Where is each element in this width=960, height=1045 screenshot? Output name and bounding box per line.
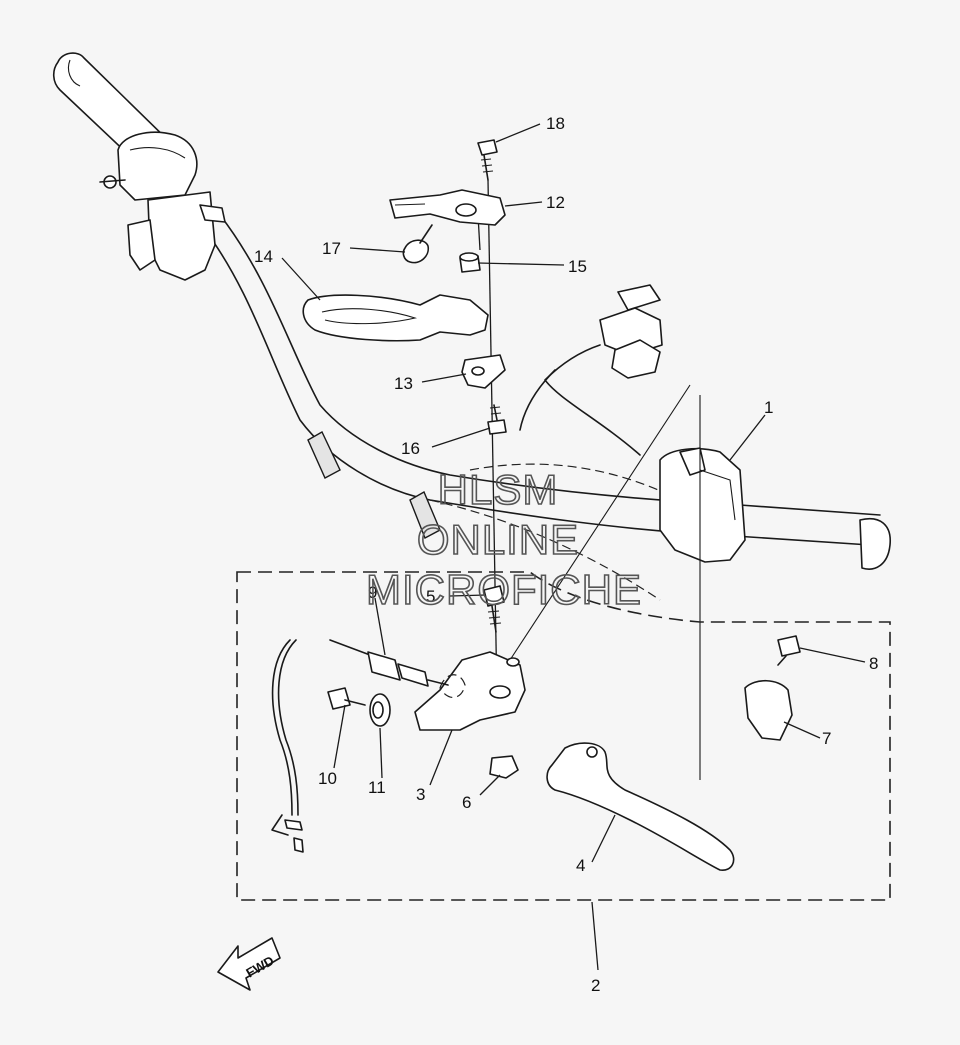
- callout-13: 13: [394, 374, 413, 393]
- callout-1: 1: [764, 398, 773, 417]
- callout-14: 14: [254, 247, 273, 266]
- hot-starter-assembly: [302, 139, 507, 701]
- callout-5: 5: [426, 587, 435, 606]
- callout-7: 7: [822, 729, 831, 748]
- callout-16: 16: [401, 439, 420, 458]
- watermark: HLSM ONLINE MICROFICHE: [365, 465, 642, 614]
- callout-6: 6: [462, 793, 471, 812]
- watermark-line-1: HLSM: [438, 466, 559, 513]
- callout-17: 17: [322, 239, 341, 258]
- callout-9: 9: [368, 583, 377, 602]
- callout-18: 18: [546, 114, 565, 133]
- callout-3: 3: [416, 785, 425, 804]
- callout-12: 12: [546, 193, 565, 212]
- callout-labels: 18 12 17 14 15 13 16 1 5 9 8 7 10 11 3 6…: [254, 114, 878, 995]
- callout-10: 10: [318, 769, 337, 788]
- lever-assembly: [271, 585, 801, 871]
- watermark-line-2: ONLINE: [417, 516, 579, 563]
- callout-2: 2: [591, 976, 600, 995]
- assembly-outline: [236, 571, 891, 901]
- callout-8: 8: [869, 654, 878, 673]
- watermark-line-3: MICROFICHE: [366, 566, 642, 613]
- callout-11: 11: [368, 778, 386, 797]
- brake-master-cylinder: [99, 131, 226, 281]
- handlebar-switch: [509, 284, 746, 780]
- callout-15: 15: [568, 257, 587, 276]
- fwd-direction-arrow: FWD: [217, 937, 281, 991]
- callout-4: 4: [576, 856, 585, 875]
- leader-lines: [281, 123, 866, 971]
- knurl-band: [307, 431, 441, 539]
